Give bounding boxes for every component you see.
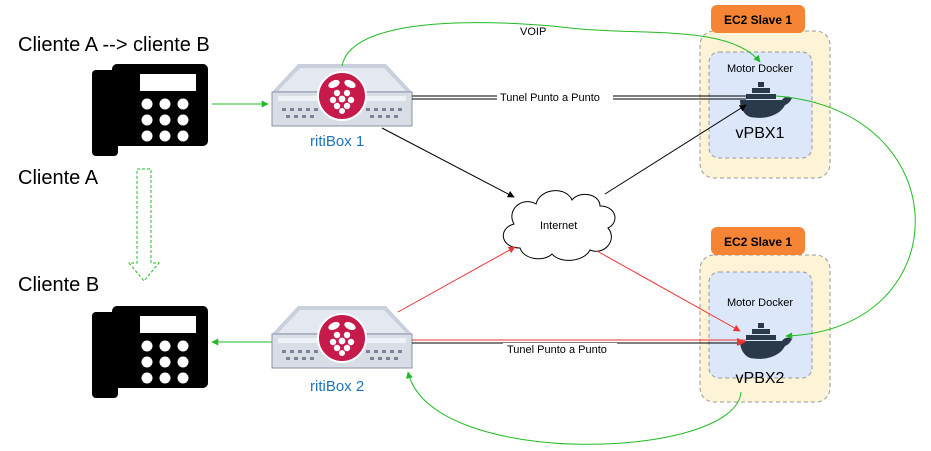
- label-tunnel-2: Tunel Punto a Punto: [507, 344, 607, 356]
- label-internet: Internet: [540, 220, 577, 232]
- label-ritibox1: ritiBox 1: [310, 133, 364, 150]
- tunnel-1-label-bg: [497, 91, 613, 104]
- label-tunnel-1: Tunel Punto a Punto: [500, 92, 600, 104]
- phone-icon: [92, 306, 208, 398]
- voip-arc: [341, 22, 761, 67]
- label-ritibox2: ritiBox 2: [310, 378, 364, 395]
- arrow-ritibox1-internet: [381, 127, 515, 198]
- docker-motor-label-2: Motor Docker: [727, 297, 793, 309]
- vpbx2-to-ritibox2-arc: [405, 371, 742, 445]
- arrow-ritibox2-internet: [397, 246, 516, 313]
- dashed-down-arrow-icon: [127, 168, 161, 282]
- ec2-tab-2: [711, 227, 805, 255]
- label-cliente-b: Cliente B: [18, 274, 99, 296]
- vpbx1-to-vpbx2-arc: [775, 95, 916, 340]
- ec2-title-1: EC2 Slave 1: [724, 13, 792, 27]
- tunnel-2-label-bg: [503, 343, 617, 355]
- vpbx1-label: vPBX1: [736, 125, 785, 142]
- router-icon: [271, 63, 413, 127]
- phone-icon: [92, 64, 208, 156]
- label-cliente-ab: Cliente A --> cliente B: [18, 34, 210, 56]
- ec2-title-2: EC2 Slave 1: [724, 235, 792, 249]
- arrow-internet-vpbx1: [604, 104, 747, 195]
- label-voip: VOIP: [520, 26, 546, 38]
- tunnel-2-arrowhead: [737, 338, 746, 346]
- ec2-tab-1: [711, 5, 805, 33]
- docker-motor-label-1: Motor Docker: [727, 63, 793, 75]
- arrow-internet-vpbx2: [596, 250, 741, 332]
- label-cliente-a: Cliente A: [18, 167, 99, 189]
- router-icon: [271, 305, 413, 369]
- cloud-icon: [503, 190, 616, 261]
- vpbx2-label: vPBX2: [736, 370, 785, 387]
